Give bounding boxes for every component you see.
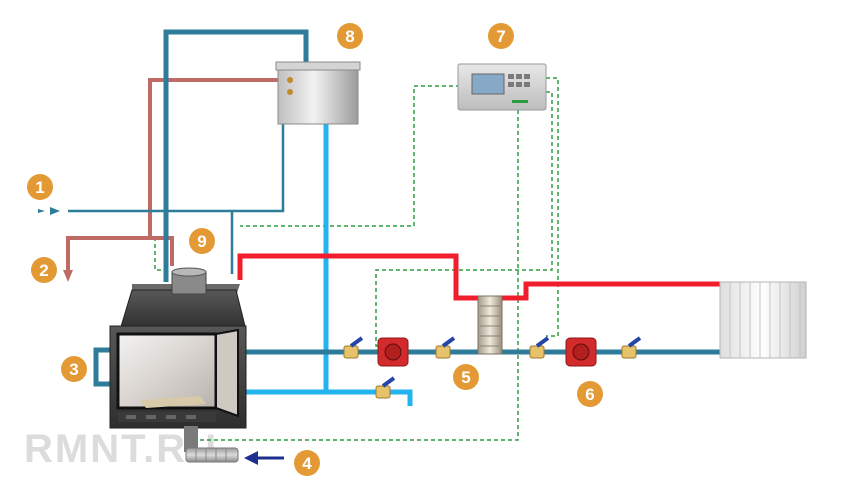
ball-valve-icon — [529, 336, 550, 359]
badge-8: 8 — [337, 23, 363, 49]
air-inlet-duct — [184, 426, 239, 463]
fireplace-insert — [109, 267, 247, 429]
air-arrow-icon — [244, 451, 258, 465]
badge-3-label: 3 — [69, 360, 78, 379]
badge-4-label: 4 — [302, 454, 312, 473]
inlet-arrow-icon — [50, 207, 60, 215]
badge-5-label: 5 — [461, 368, 470, 387]
badge-9: 9 — [189, 228, 215, 254]
expansion-tank — [275, 61, 361, 125]
cold-water-branch-pipe — [326, 389, 413, 406]
badge-9-label: 9 — [197, 232, 206, 251]
ball-valve-icon — [375, 376, 396, 399]
hot-supply-pipe — [237, 253, 720, 301]
badge-8-label: 8 — [345, 27, 354, 46]
control-unit — [457, 63, 547, 111]
badge-1: 1 — [27, 174, 53, 200]
ball-valve-icon — [435, 336, 456, 359]
badge-5: 5 — [453, 364, 479, 390]
circulation-pump — [565, 337, 597, 367]
badge-2-label: 2 — [39, 261, 48, 280]
feed-pipes — [66, 78, 278, 272]
radiator — [719, 281, 807, 359]
tank-riser-pipe — [163, 29, 309, 282]
ball-valve-icon — [343, 336, 364, 359]
badge-2: 2 — [31, 257, 57, 283]
badge-3: 3 — [61, 356, 87, 382]
watermark-text: RMNT.RU — [24, 427, 218, 471]
badge-7: 7 — [488, 23, 514, 49]
badge-6-label: 6 — [585, 385, 594, 404]
badge-6: 6 — [577, 381, 603, 407]
side-loop-pipe — [93, 347, 118, 387]
return-thin-pipes — [68, 84, 285, 274]
inlet-arrow-small-icon — [38, 209, 45, 213]
circulation-pump — [377, 337, 409, 367]
plate-heat-exchanger — [477, 295, 503, 355]
ball-valve-icon — [621, 336, 642, 359]
badge-1-label: 1 — [35, 178, 44, 197]
badge-7-label: 7 — [496, 27, 505, 46]
badge-4: 4 — [294, 450, 320, 476]
drain-arrow-icon — [63, 270, 73, 282]
